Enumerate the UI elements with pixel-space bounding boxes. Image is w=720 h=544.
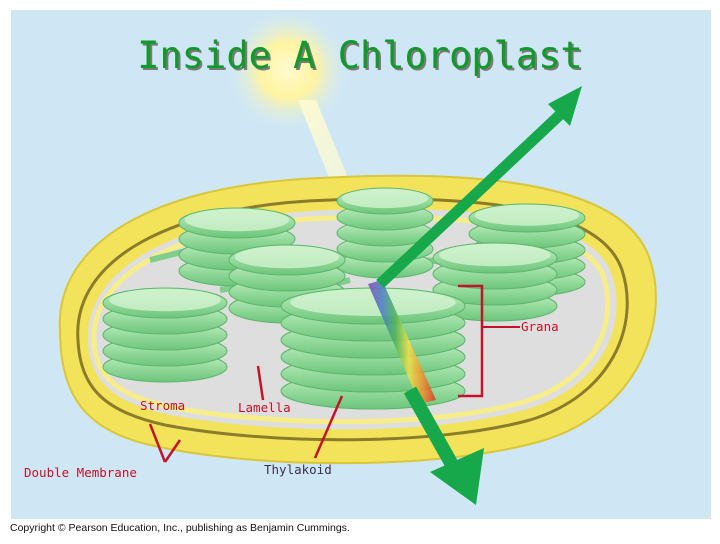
lamella-pointer <box>256 365 265 401</box>
label-pointers <box>148 365 344 463</box>
double-membrane-pointer-a <box>148 423 167 463</box>
granum-stack <box>280 287 466 410</box>
granum-stack <box>336 187 434 279</box>
grana-bracket <box>458 284 520 398</box>
granum-stack <box>102 287 228 383</box>
thylakoid-top-highlight <box>184 208 290 232</box>
thylakoid-top-highlight <box>290 288 456 316</box>
thylakoid-top-highlight <box>439 243 551 267</box>
thylakoid-top-highlight <box>109 288 221 312</box>
thylakoid-pointer <box>313 395 344 459</box>
thylakoid-label: Thylakoid <box>264 462 332 477</box>
granum-stack <box>432 242 558 322</box>
double-membrane-pointer-b <box>163 439 182 463</box>
stroma-label: Stroma <box>140 398 185 413</box>
transmitted-light-arrow <box>403 386 484 505</box>
grana-group <box>102 187 586 410</box>
sun-icon <box>226 8 350 132</box>
reflected-light-arrow <box>376 86 582 289</box>
thylakoid-top-highlight <box>474 204 580 226</box>
lamella-label: Lamella <box>238 400 291 415</box>
grana-label: Grana <box>521 319 559 334</box>
thylakoid-top-highlight <box>234 245 340 269</box>
double-membrane-label: Double Membrane <box>24 465 137 480</box>
page-title: Inside A Chloroplast <box>137 34 583 77</box>
light-spectrum <box>368 280 436 404</box>
copyright-notice: Copyright © Pearson Education, Inc., pub… <box>10 522 350 534</box>
thylakoid-top-highlight <box>341 188 429 209</box>
